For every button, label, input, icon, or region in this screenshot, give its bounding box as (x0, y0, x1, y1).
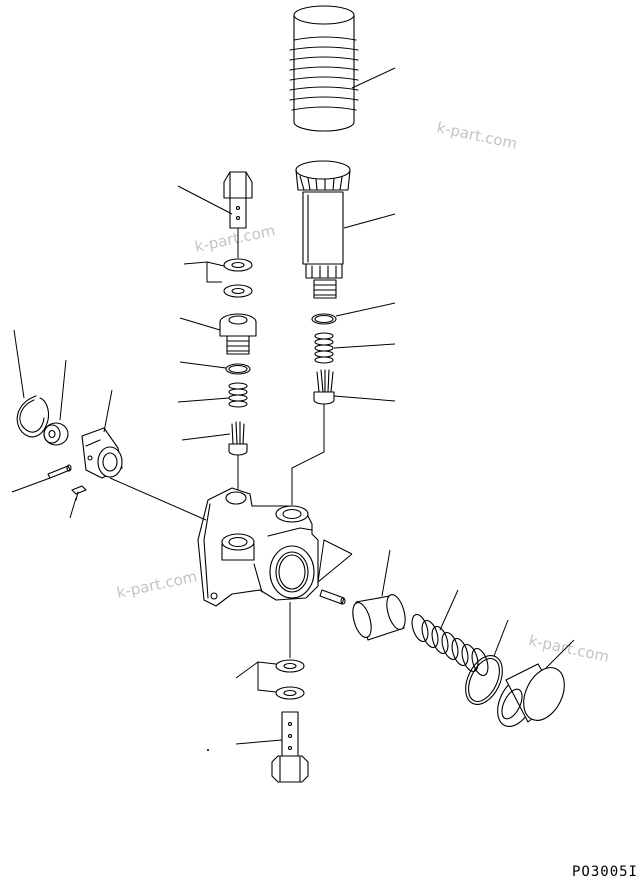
o-ring-upper-right (311, 313, 337, 325)
leader-o-ring-left (179, 361, 227, 369)
check-valve-left (228, 421, 248, 456)
check-valve-right (313, 369, 335, 405)
leader-small-screw (69, 497, 77, 519)
leader-pump-piston (103, 389, 113, 433)
snap-ring (16, 395, 50, 438)
priming-pump-plunger (295, 160, 351, 299)
leader-o-ring-right (335, 302, 396, 317)
pin-right (319, 589, 346, 605)
watermark-4: k-part.com (527, 631, 611, 666)
leader-bellows (351, 67, 396, 89)
plug (497, 663, 565, 727)
leader-eye-bolt-upper (177, 185, 233, 215)
pump-body (197, 487, 319, 607)
spring-horizontal (411, 613, 489, 677)
pin (47, 464, 72, 479)
eye-bolt-upper (223, 171, 253, 229)
leader-pin-right (317, 539, 353, 584)
spring-left (228, 382, 248, 408)
figure-code: PO3005I (571, 864, 638, 880)
bellows-boot (289, 5, 359, 132)
leader-eye-bolt-lower (235, 739, 283, 745)
leader-spring-right (333, 343, 396, 349)
leader-washers-upper (183, 261, 222, 283)
leader-check-valve-left (181, 433, 231, 441)
sleeve (352, 594, 406, 641)
leader-pump-body (109, 477, 207, 521)
leader-washers-lower (235, 661, 277, 693)
leader-plug (545, 639, 575, 669)
leader-spring-horizontal (439, 589, 459, 631)
pump-piston (81, 427, 123, 479)
leader-check-valve-right (333, 395, 396, 402)
washers-upper (223, 258, 253, 298)
leader-snap-ring (13, 329, 25, 399)
watermark-3: k-part.com (115, 567, 199, 602)
leader-gasket-ring (493, 619, 509, 657)
leader-spring-left (177, 397, 230, 403)
leader-washers-upper-b (206, 261, 225, 267)
small-screw (71, 485, 87, 501)
dot-mark (207, 749, 209, 751)
leader-plunger (343, 213, 396, 229)
spring-upper-right (314, 332, 334, 364)
leader-pin (11, 477, 51, 493)
gasket-ring (465, 655, 503, 705)
spacer-washer (43, 422, 69, 446)
leader-union-fitting (179, 317, 221, 331)
o-ring-left (225, 363, 251, 375)
leader-sleeve (381, 549, 391, 597)
eye-bolt-lower (271, 711, 309, 783)
center-line-right (291, 404, 325, 505)
union-fitting (219, 313, 257, 355)
leader-spacer-washer (59, 359, 67, 421)
washers-lower (275, 659, 305, 700)
watermark-1: k-part.com (435, 118, 519, 153)
